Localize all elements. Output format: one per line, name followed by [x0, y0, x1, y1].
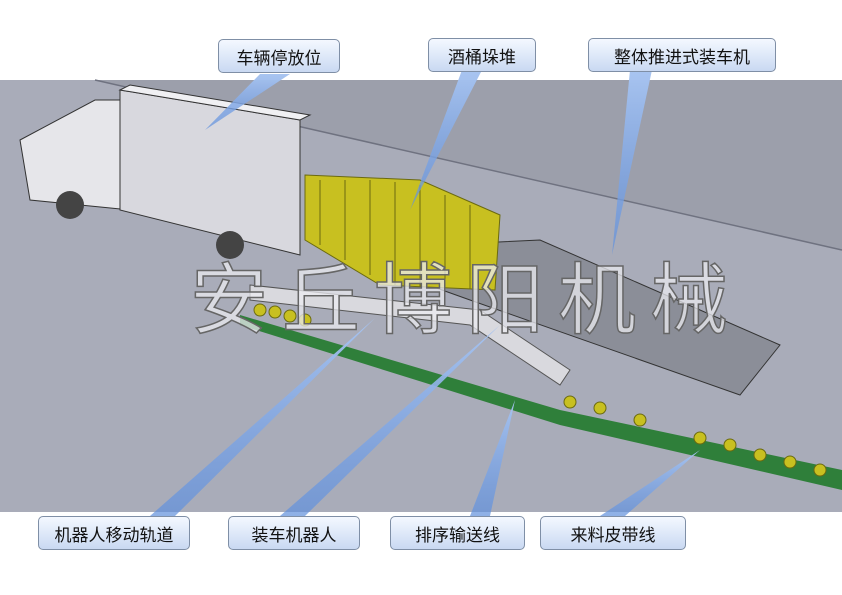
callout-incoming-belt: 来料皮带线 [540, 516, 686, 550]
callout-pointers [150, 70, 700, 516]
conveyor-barrels [253, 303, 827, 477]
conveyor-belt [240, 315, 842, 490]
watermark: 安丘博阳机械 [189, 255, 743, 347]
callout-loading-robot: 装车机器人 [228, 516, 360, 550]
callout-sorting-conveyor: 排序输送线 [390, 516, 525, 550]
callout-robot-track: 机器人移动轨道 [38, 516, 190, 550]
robot-track [249, 284, 571, 386]
barrel-stack [304, 174, 501, 291]
callout-loader: 整体推进式装车机 [588, 38, 776, 72]
callout-barrel-stack: 酒桶垛堆 [428, 38, 536, 72]
callout-vehicle-parking: 车辆停放位 [218, 39, 340, 73]
truck [19, 84, 312, 259]
